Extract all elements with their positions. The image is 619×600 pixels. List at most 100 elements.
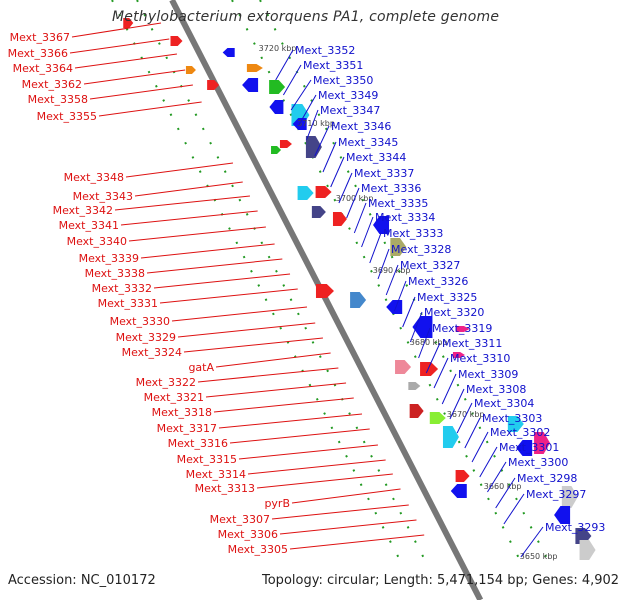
gene-label: Mext_3293 [545, 521, 605, 534]
gene-arrow [311, 206, 326, 218]
leader-line [449, 388, 465, 420]
leader-line [314, 125, 330, 157]
leader-line [125, 162, 234, 178]
leader-line [361, 216, 374, 248]
leader-line [393, 280, 407, 312]
leader-line [441, 373, 457, 405]
kbp-tick-label: 3710 kbp [297, 119, 335, 128]
leader-line [128, 226, 266, 242]
leader-line [456, 402, 473, 434]
gene-label: Mext_3342 [53, 204, 113, 217]
gene-label: Mext_3322 [136, 376, 196, 389]
leader-line [140, 243, 275, 259]
leader-line [89, 84, 193, 100]
leader-line [74, 53, 178, 69]
leader-line [291, 488, 401, 504]
gene-label: Mext_3313 [195, 482, 255, 495]
leader-line [171, 306, 308, 322]
gene-label: Mext_3335 [368, 197, 428, 210]
leader-line [134, 181, 243, 197]
gene-label: Mext_3339 [79, 252, 139, 265]
leader-line [402, 296, 416, 328]
leader-line [282, 64, 302, 96]
leader-line [275, 49, 294, 81]
gene-arrow [455, 326, 470, 332]
leader-line [471, 431, 489, 463]
leader-line [215, 352, 331, 368]
leader-line [487, 461, 507, 493]
gene-label: Mext_3349 [318, 89, 378, 102]
gene-arrow [246, 64, 263, 72]
leader-line [98, 101, 202, 117]
gene-arrow [269, 100, 284, 114]
gene-label: Mext_3302 [490, 426, 550, 439]
gene-arrow [207, 80, 220, 90]
leader-line [279, 519, 417, 535]
gene-label: Mext_3331 [98, 297, 158, 310]
gene-label: Mext_3362 [22, 78, 82, 91]
leader-line [503, 493, 525, 525]
gene-label: Mext_3333 [383, 227, 443, 240]
gene-label: Mext_3303 [482, 412, 542, 425]
gene-label: Mext_3352 [295, 44, 355, 57]
gene-label: Mext_3366 [8, 47, 68, 60]
kbp-tick-label: 3660 kbp [484, 482, 522, 491]
gene-arrow [516, 440, 533, 456]
gene-label: gatA [188, 361, 214, 374]
gene-arrow [297, 186, 314, 200]
gene-label: Mext_3348 [64, 171, 124, 184]
gene-label: Mext_3316 [168, 437, 228, 450]
gene-arrow [395, 360, 412, 374]
gene-arrow [412, 316, 433, 338]
gene-label: Mext_3297 [526, 488, 586, 501]
gene-arrow [271, 146, 282, 154]
gene-label: Mext_3306 [218, 528, 278, 541]
kbp-tick-label: 3670 kbp [447, 410, 485, 419]
leader-line [298, 94, 317, 126]
gene-label: Mext_3300 [508, 456, 568, 469]
gene-label: Mext_3336 [361, 182, 421, 195]
gene-label: Mext_3338 [85, 267, 145, 280]
gene-label: Mext_3343 [73, 190, 133, 203]
leader-line [377, 248, 390, 280]
leader-line [271, 504, 409, 520]
leader-line [159, 288, 298, 304]
gene-label: Mext_3351 [303, 59, 363, 72]
gene-label: Mext_3327 [400, 259, 460, 272]
gene-arrow [305, 136, 322, 158]
gene-label: Mext_3318 [152, 406, 212, 419]
leader-line [69, 38, 170, 54]
gene-label: Mext_3337 [354, 167, 414, 180]
gene-label: Mext_3329 [116, 331, 176, 344]
leader-line [71, 22, 162, 38]
leader-line [338, 172, 353, 204]
gene-label: Mext_3341 [59, 219, 119, 232]
gene-arrow [554, 506, 571, 524]
leader-line [153, 273, 291, 289]
gene-arrow [450, 484, 467, 498]
gene-label: Mext_3334 [375, 211, 435, 224]
gene-label: Mext_3310 [450, 352, 510, 365]
leader-line [120, 210, 258, 226]
gene-arrow [332, 212, 347, 226]
kbp-tick-label: 3650 kbp [520, 552, 558, 561]
leader-line [247, 459, 386, 475]
gene-label: Mext_3326 [408, 275, 468, 288]
kbp-tick-label: 3720 kbp [259, 44, 297, 53]
gene-arrow [452, 352, 465, 358]
leader-line [205, 382, 347, 398]
kbp-tick-label: 3680 kbp [410, 338, 448, 347]
gene-arrow [409, 404, 424, 418]
gene-label: Mext_3344 [346, 151, 406, 164]
page-title: Methylobacterium extorquens PA1, complet… [112, 9, 500, 25]
leader-line [385, 264, 399, 296]
leader-line [218, 413, 363, 429]
gene-arrow [170, 36, 183, 46]
genome-summary: Topology: circular; Length: 5,471,154 bp… [262, 573, 619, 588]
leader-line [256, 473, 393, 489]
gene-arrow [279, 140, 292, 148]
gene-label: Mext_3307 [210, 513, 270, 526]
leader-line [322, 141, 337, 173]
leader-line [520, 526, 544, 558]
